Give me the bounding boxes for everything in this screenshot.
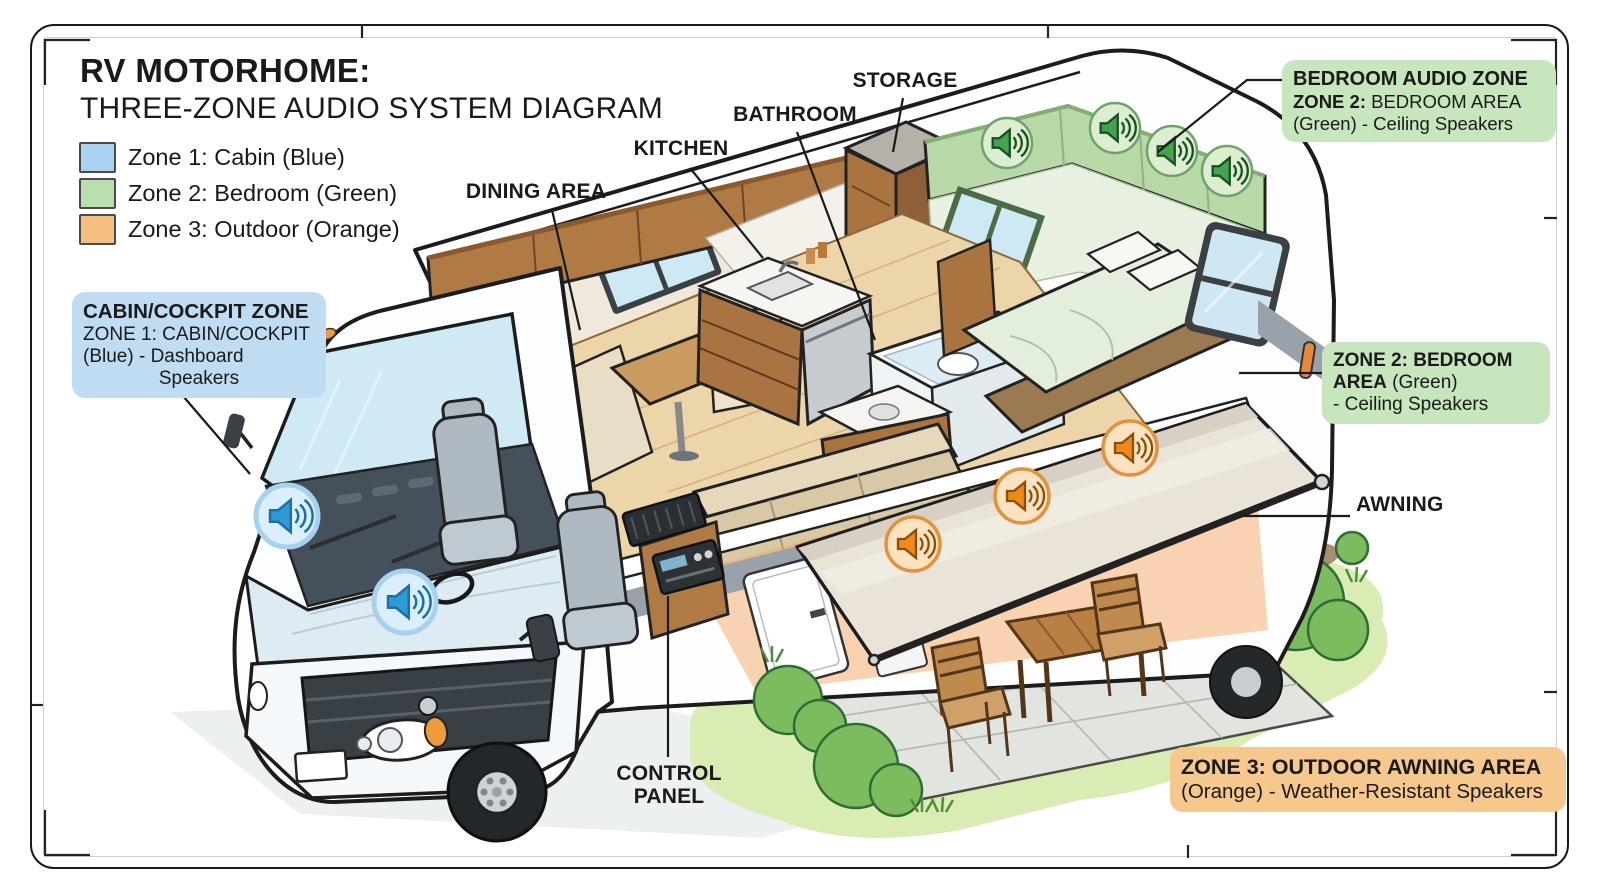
head-unit <box>651 539 725 595</box>
page-subtitle: THREE-ZONE AUDIO SYSTEM DIAGRAM <box>80 92 663 125</box>
patio-chair-right <box>1090 573 1168 697</box>
headlight <box>356 716 449 762</box>
outdoor-speaker-icon <box>884 515 942 573</box>
callout-rest: (Green) <box>1392 372 1458 394</box>
zone3-color-swatch <box>79 213 116 245</box>
outdoor-speaker-icon <box>1101 419 1159 477</box>
callout-line: ZONE 2: BEDROOM <box>1333 350 1539 372</box>
rv-interior <box>426 104 1290 584</box>
bedroom-speaker-icon <box>1200 144 1254 198</box>
bushes-front <box>752 664 924 818</box>
license-plate <box>294 749 348 783</box>
cabin-speaker-icon <box>371 568 439 636</box>
callout-outdoor-zone: ZONE 3: OUTDOOR AWNING AREA (Orange) - W… <box>1170 747 1566 812</box>
legend-label: Zone 2: Bedroom (Green) <box>128 179 398 206</box>
callout-line: - Ceiling Speakers <box>1333 394 1489 416</box>
callout-bedroom-audio-zone: BEDROOM AUDIO ZONE ZONE 2: BEDROOM AREA … <box>1282 60 1556 143</box>
zone1-color-swatch <box>79 141 116 173</box>
cabin-speaker-icon <box>253 482 321 550</box>
cabin-speakers <box>253 482 439 636</box>
callout-title: CABIN/COCKPIT ZONE <box>83 300 309 323</box>
callout-strong: ZONE 2: BEDROOM <box>1333 350 1513 371</box>
passenger-seat <box>556 490 640 651</box>
rear-marker-light <box>1298 341 1317 379</box>
label-storage: STORAGE <box>852 69 958 92</box>
grass-tufts-front <box>759 646 935 813</box>
callout-line: (Orange) - Weather-Resistant Speakers <box>1181 779 1543 803</box>
bedroom-speakers <box>980 101 1254 198</box>
driver-seat <box>432 397 520 566</box>
cab <box>223 266 640 843</box>
callout-line: ZONE 1: CABIN/COCKPIT <box>83 323 310 345</box>
label-kitchen: KITCHEN <box>633 137 729 160</box>
callout-line: Speakers <box>158 367 240 389</box>
page-title: RV MOTORHOME: <box>80 52 371 89</box>
legend-label: Zone 3: Outdoor (Orange) <box>128 215 400 242</box>
cargo-door <box>742 555 850 690</box>
side-mirror <box>518 613 561 663</box>
callout-line: (Blue) - Dashboard <box>83 345 244 367</box>
callout-strong: AREA <box>1333 372 1387 394</box>
rear-swoosh <box>1258 300 1334 388</box>
callout-line: AREA (Green) <box>1333 372 1539 394</box>
callout-strong: ZONE 2: <box>1293 91 1366 113</box>
callout-rest: BEDROOM AREA <box>1371 91 1522 113</box>
left-mirror <box>223 413 254 450</box>
zone2-color-swatch <box>79 177 116 209</box>
outer-frame <box>30 24 1569 869</box>
inner-frame <box>43 37 1557 857</box>
outdoor-speakers <box>884 419 1159 573</box>
legend-item-zone2: Zone 2: Bedroom (Green) <box>79 177 398 209</box>
callout-bedroom-area: ZONE 2: BEDROOM AREA (Green) - Ceiling S… <box>1322 342 1550 425</box>
control-panel <box>621 492 730 640</box>
label-control-panel: CONTROL PANEL <box>616 762 722 808</box>
bedroom-speaker-icon <box>980 116 1034 170</box>
outdoor-speaker-icon <box>993 467 1051 525</box>
callout-cabin-zone: CABIN/COCKPIT ZONE ZONE 1: CABIN/COCKPIT… <box>72 292 326 398</box>
legend-item-zone3: Zone 3: Outdoor (Orange) <box>79 213 400 245</box>
callout-title: BEDROOM AUDIO ZONE <box>1293 68 1528 90</box>
label-bathroom: BATHROOM <box>733 103 857 126</box>
bedroom-speaker-icon <box>1088 101 1142 155</box>
callout-line: ZONE 2: BEDROOM AREA <box>1293 91 1545 112</box>
front-wheel <box>446 741 548 843</box>
patio-chair-left <box>930 636 1012 773</box>
callout-line: (Green) - Ceiling Speakers <box>1293 112 1514 134</box>
bedroom-speaker-icon <box>1145 124 1199 178</box>
legend-label: Zone 1: Cabin (Blue) <box>128 143 345 170</box>
legend-item-zone1: Zone 1: Cabin (Blue) <box>79 141 345 173</box>
label-awning: AWNING <box>1356 493 1444 516</box>
label-dining-area: DINING AREA <box>465 180 607 203</box>
callout-title: ZONE 3: OUTDOOR AWNING AREA <box>1181 755 1542 779</box>
